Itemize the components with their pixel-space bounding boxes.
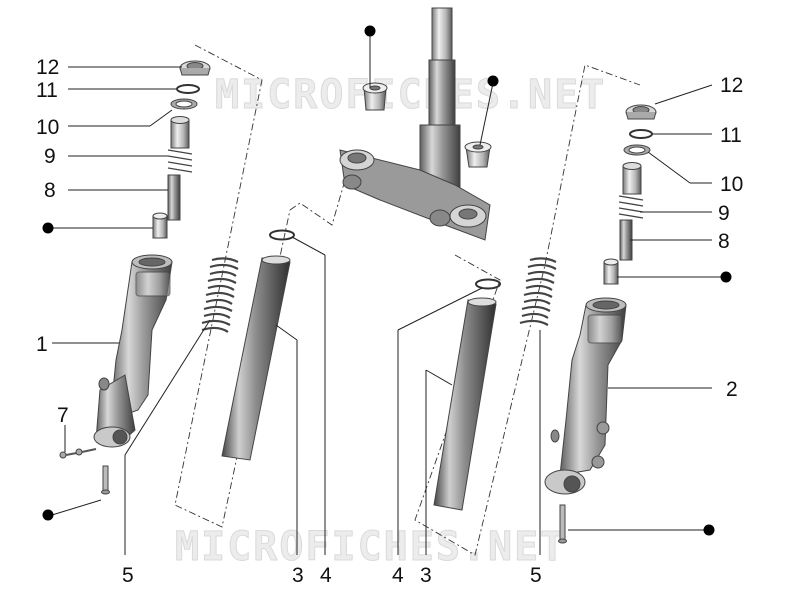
left-bolts-7 — [59, 448, 110, 495]
dot-right-bolt — [703, 524, 715, 536]
left-washer-10 — [170, 98, 198, 110]
callout-left-3: 3 — [292, 564, 304, 587]
steering-stem — [339, 7, 491, 241]
callout-right-11: 11 — [720, 124, 742, 147]
left-spring-5 — [201, 257, 239, 333]
leader-lines — [51, 30, 725, 555]
right-spring-5 — [519, 257, 557, 326]
reference-dots — [42, 25, 732, 536]
callout-left-4: 4 — [320, 564, 332, 587]
upper-bushing-left — [362, 82, 388, 111]
left-fork-slider — [93, 254, 173, 448]
dot-top-bushing-left — [364, 25, 376, 37]
left-cap-12 — [179, 60, 211, 76]
callout-labels: 12 11 10 9 8 1 7 5 3 4 4 3 5 12 11 10 9 … — [36, 56, 743, 587]
callout-right-3: 3 — [420, 564, 432, 587]
right-bolt — [558, 504, 567, 544]
right-washer-10 — [623, 144, 651, 156]
callout-left-1: 1 — [36, 333, 48, 356]
left-circlip-4 — [269, 229, 295, 241]
callout-right-2: 2 — [726, 378, 738, 401]
left-bushing-small — [152, 212, 168, 239]
dot-left-bolt — [42, 509, 54, 521]
callout-right-5: 5 — [530, 564, 542, 587]
dot-right-bushing — [720, 271, 732, 283]
callout-right-8: 8 — [718, 230, 730, 253]
right-damper-rod-8-9 — [618, 162, 644, 261]
callout-left-7: 7 — [57, 404, 69, 427]
callout-right-12: 12 — [720, 74, 743, 97]
callout-left-12: 12 — [36, 56, 59, 79]
left-damper-rod-8-9 — [167, 116, 193, 221]
right-cap-12 — [625, 104, 657, 120]
callout-left-8: 8 — [44, 179, 56, 202]
callout-left-10: 10 — [36, 116, 59, 139]
right-circlip-11 — [629, 129, 653, 139]
dot-left-bushing — [42, 222, 54, 234]
callout-right-10: 10 — [720, 173, 743, 196]
callout-right-9: 9 — [718, 202, 730, 225]
dot-top-bushing-right — [487, 75, 499, 87]
callout-right-4: 4 — [392, 564, 404, 587]
right-circlip-4 — [475, 278, 501, 290]
watermark-bottom: MICROFICHES.NET — [175, 524, 566, 570]
left-tube-3 — [221, 255, 291, 461]
callout-left-11: 11 — [36, 79, 58, 102]
assembly-lines — [174, 44, 641, 556]
right-fork-slider — [544, 297, 627, 495]
right-bushing-small — [603, 258, 619, 285]
callout-left-5: 5 — [122, 564, 134, 587]
right-tube-3 — [433, 297, 497, 511]
callout-left-9: 9 — [44, 145, 56, 168]
upper-bushing-right — [464, 141, 492, 168]
watermark-top: MICROFICHES.NET — [215, 72, 606, 118]
left-circlip-11 — [176, 84, 200, 94]
